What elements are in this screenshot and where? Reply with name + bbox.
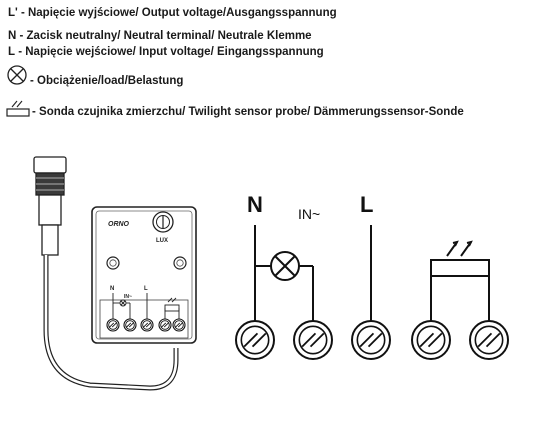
legend-output-code: L' — [8, 7, 18, 19]
device-terminals — [106, 318, 186, 332]
device-brand: ORNO — [108, 221, 130, 228]
device-terminal-1 — [106, 318, 120, 332]
legend-input: L - Napięcie wejściowe/ Input voltage/ E… — [8, 46, 324, 58]
device-mini-wiring — [112, 293, 180, 320]
diagram-label-l: L — [360, 192, 373, 217]
legend-input-text: - Napięcie wejściowe/ Input voltage/ Ein… — [15, 46, 324, 58]
screw-terminal-2 — [293, 320, 333, 360]
device-label-in: IN~ — [124, 294, 132, 300]
device-terminal-5 — [172, 318, 186, 332]
device-label-n: N — [110, 286, 114, 292]
lamp-load-icon — [7, 65, 27, 85]
device-terminal-2 — [123, 318, 137, 332]
screw-terminal-4 — [411, 320, 451, 360]
legend-neutral-code: N — [8, 30, 17, 42]
legend-output: L' - Napięcie wyjściowe/ Output voltage/… — [8, 7, 337, 19]
legend-neutral: N - Zacisk neutralny/ Neutral terminal/ … — [8, 30, 312, 42]
sensor-probe-icon — [6, 100, 30, 117]
mounting-hole-left — [106, 256, 120, 270]
mounting-hole-right — [173, 256, 187, 270]
device-terminal-3 — [140, 318, 154, 332]
screw-terminal-3 — [351, 320, 391, 360]
legend-input-code: L — [8, 46, 16, 58]
legend-neutral-text: - Zacisk neutralny/ Neutral terminal/ Ne… — [16, 30, 312, 42]
legend-output-text: - Napięcie wyjściowe/ Output voltage/Aus… — [17, 7, 337, 19]
lamp-load-icon — [270, 251, 300, 281]
schematic-terminals — [235, 320, 509, 360]
device-label-l: L — [144, 286, 148, 292]
knob-label: LUX — [156, 238, 168, 244]
screw-terminal-1 — [235, 320, 275, 360]
legend-sensor-text: - Sonda czujnika zmierzchu/ Twilight sen… — [32, 106, 464, 118]
diagram-label-n: N — [247, 192, 263, 217]
device-terminal-4 — [158, 318, 172, 332]
screw-terminal-5 — [469, 320, 509, 360]
lux-knob-icon[interactable] — [152, 211, 174, 233]
legend-load-text: - Obciążenie/load/Belastung — [30, 75, 184, 87]
sensor-probe — [33, 156, 67, 256]
sensor-probe-icon — [430, 240, 490, 277]
diagram-label-in: IN~ — [298, 206, 320, 222]
